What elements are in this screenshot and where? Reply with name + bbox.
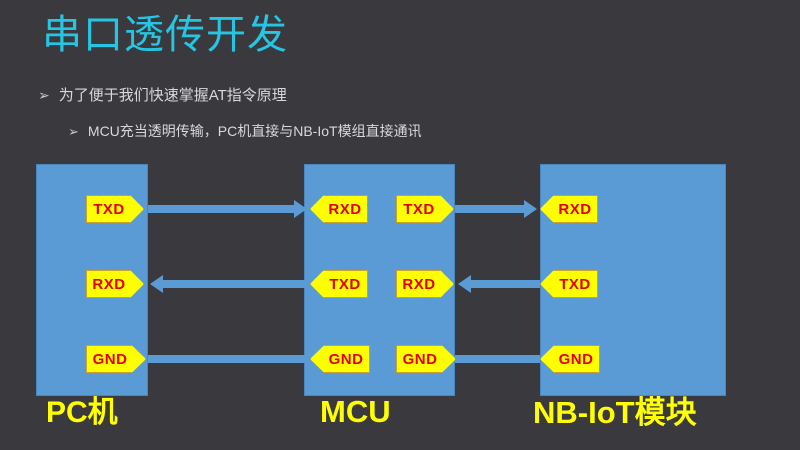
wire-mcu-gnd-to-nbiot-gnd: [455, 355, 540, 363]
chevron-bullet-icon: ➢: [68, 123, 79, 139]
pin-nbiot-txd: TXD: [540, 270, 598, 298]
pin-nbiot-gnd: GND: [540, 345, 600, 373]
bullet-item-2-text: MCU充当透明传输，PC机直接与NB-IoT模组直接通讯: [87, 123, 422, 139]
wire-nbiot-txd-to-mcu-rxd: [471, 280, 540, 288]
pin-pc-txd: TXD: [86, 195, 144, 223]
wire-mcu-txd-to-nbiot-rxd: [455, 205, 524, 213]
pin-mcu-rxd-right: RXD: [396, 270, 454, 298]
wire-mcu-txd-to-pc-rxd: [163, 280, 310, 288]
page-title: 串口透传开发: [42, 13, 288, 57]
bullet-item-1: ➢ 为了便于我们快速掌握AT指令原理: [38, 84, 287, 105]
pin-mcu-gnd: GND: [310, 345, 370, 373]
pin-pc-gnd: GND: [86, 345, 146, 373]
bullet-item-2: ➢ MCU充当透明传输，PC机直接与NB-IoT模组直接通讯: [68, 121, 422, 141]
chevron-bullet-icon: ➢: [38, 86, 50, 103]
caption-pc: PC机: [46, 396, 118, 429]
caption-mcu: MCU: [320, 394, 391, 429]
pin-mcu-txd-right: TXD: [396, 195, 454, 223]
caption-nbiot: NB-IoT模块: [533, 395, 697, 430]
arrowhead-left-row2-left: [150, 275, 163, 293]
pin-pc-rxd: RXD: [86, 270, 144, 298]
pin-mcu-txd: TXD: [310, 270, 368, 298]
arrowhead-right-row1-left: [294, 200, 307, 218]
arrowhead-right-row1-right: [524, 200, 537, 218]
wire-pc-gnd-to-mcu-gnd: [148, 355, 310, 363]
bullet-item-1-text: 为了便于我们快速掌握AT指令原理: [58, 87, 287, 104]
wire-pc-txd-to-mcu-rxd: [148, 205, 294, 213]
arrowhead-left-row2-right: [458, 275, 471, 293]
pin-nbiot-rxd: RXD: [540, 195, 598, 223]
pin-mcu-rxd: RXD: [310, 195, 368, 223]
